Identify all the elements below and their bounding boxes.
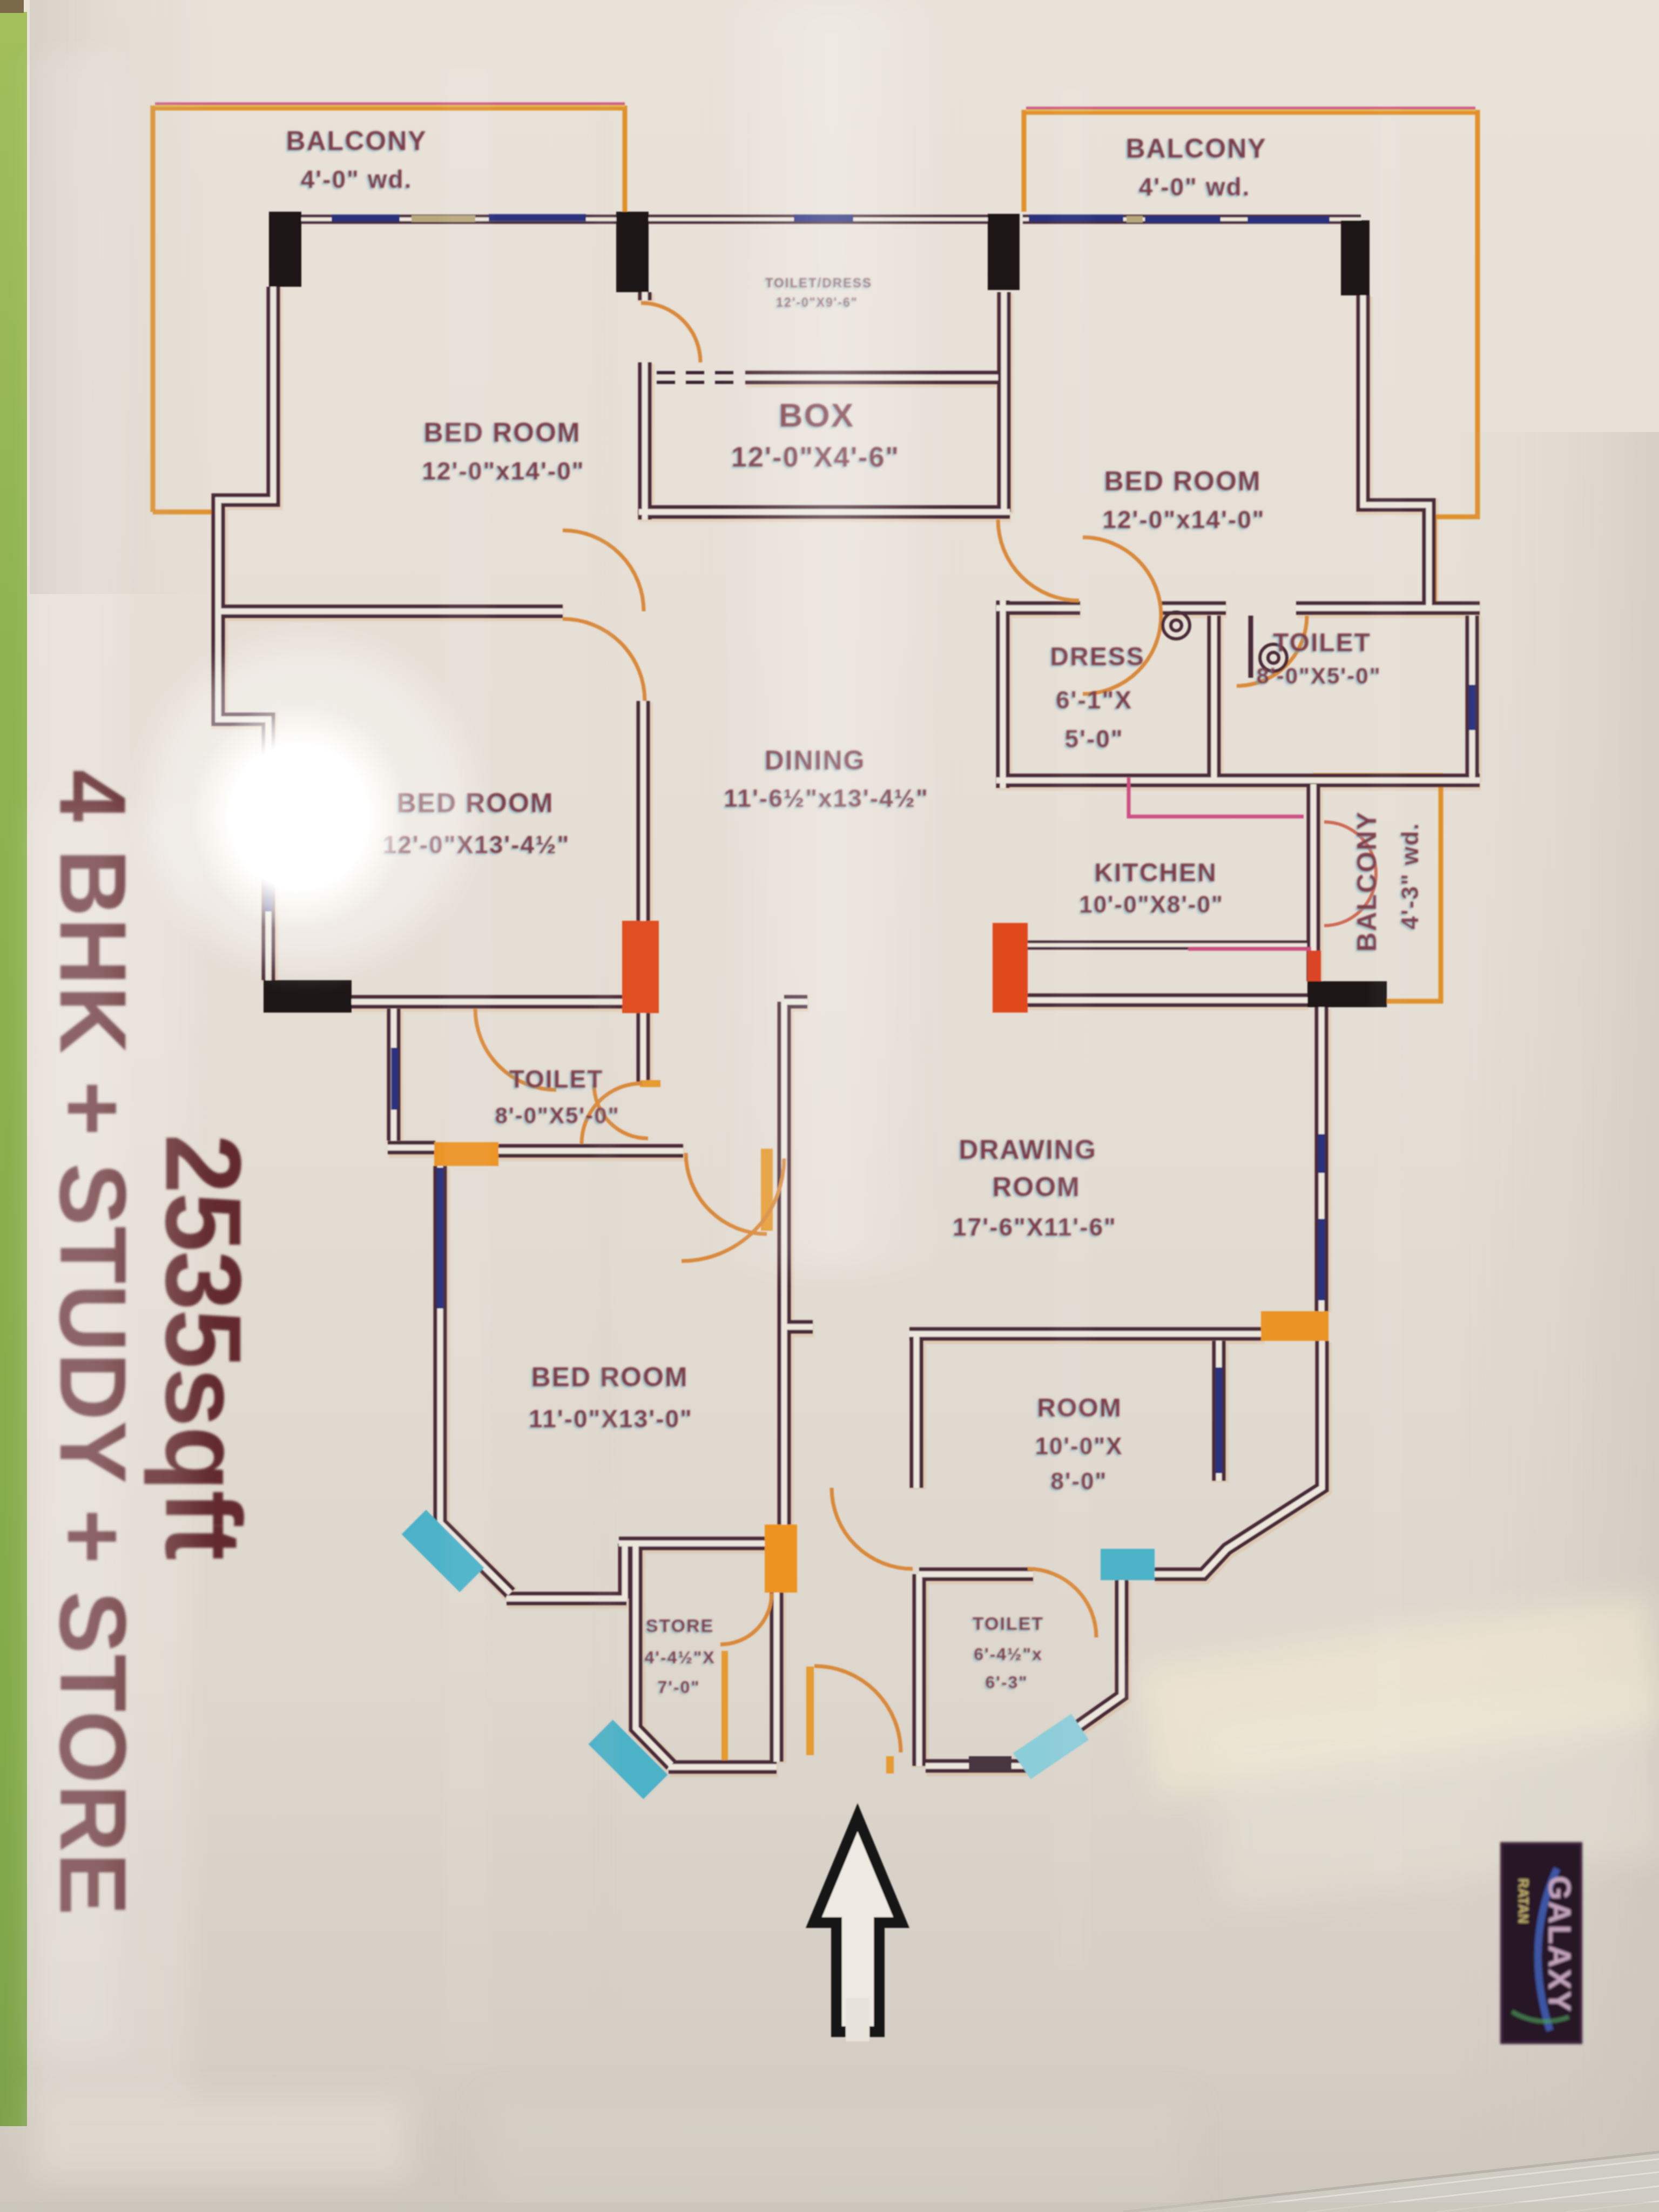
svg-text:TOILET: TOILET [509, 1065, 604, 1093]
svg-text:BALCONY: BALCONY [1125, 133, 1266, 164]
svg-text:GALAXY: GALAXY [1542, 1876, 1577, 2013]
svg-text:TOILET: TOILET [1273, 628, 1371, 657]
svg-text:TOILET: TOILET [973, 1613, 1044, 1634]
svg-text:7'-0": 7'-0" [657, 1677, 700, 1697]
svg-text:4'-0" wd.: 4'-0" wd. [1139, 173, 1251, 201]
svg-text:BALCONY: BALCONY [286, 126, 427, 156]
svg-text:RATAN: RATAN [1516, 1878, 1531, 1924]
svg-text:6'-3": 6'-3" [985, 1673, 1028, 1692]
svg-text:8'-0"X5'-0": 8'-0"X5'-0" [1256, 663, 1381, 689]
svg-text:4'-4½"X: 4'-4½"X [644, 1648, 715, 1667]
svg-text:KITCHEN: KITCHEN [1094, 858, 1217, 887]
svg-text:4'-0" wd.: 4'-0" wd. [301, 165, 413, 193]
svg-text:BED ROOM: BED ROOM [1104, 466, 1262, 496]
svg-text:17'-6"X11'-6": 17'-6"X11'-6" [953, 1213, 1117, 1241]
svg-text:12'-0"x14'-0": 12'-0"x14'-0" [1102, 505, 1265, 534]
svg-text:6'-4½"x: 6'-4½"x [974, 1644, 1043, 1664]
svg-text:10'-0"X8'-0": 10'-0"X8'-0" [1079, 891, 1224, 918]
svg-text:STORE: STORE [646, 1615, 714, 1636]
